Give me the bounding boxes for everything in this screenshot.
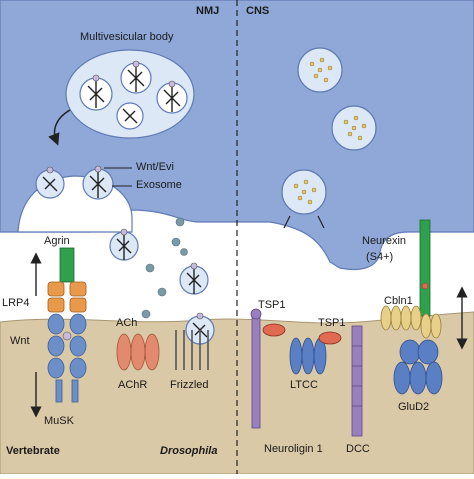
vertebrate-label: Vertebrate	[6, 445, 60, 457]
cns-region-label: CNS	[246, 5, 270, 17]
ltcc-channel	[289, 337, 327, 375]
wnt-label: Wnt	[10, 335, 30, 347]
agrin-label: Agrin	[44, 235, 70, 247]
mvb-exosome-3	[156, 80, 188, 114]
neurexin-protein	[419, 219, 431, 317]
wnt-evi-label: Wnt/Evi	[136, 161, 174, 173]
nmj-region-label: NMJ	[196, 5, 220, 17]
cbln1-protein	[380, 305, 422, 331]
tsp1-label-b: TSP1	[318, 317, 346, 329]
agrin-protein	[59, 247, 75, 283]
glud2-label: GluD2	[398, 401, 430, 413]
lrp4-protein	[47, 281, 87, 313]
glud2-receptor	[393, 339, 443, 395]
neuroligin-label: Neuroligin 1	[264, 443, 323, 455]
mvb-label: Multivesicular body	[80, 31, 174, 43]
frizzled-label: Frizzled	[170, 379, 209, 391]
cns-vesicle-1	[297, 47, 343, 93]
achr-receptor	[116, 333, 160, 371]
mvb-exosome-2	[120, 60, 152, 94]
wnt-ligand	[62, 331, 72, 341]
ach-molecules	[141, 217, 188, 319]
neuroligin-protein	[250, 308, 262, 429]
neurexin-cbln1-complex	[420, 313, 442, 339]
frizzled-receptor	[175, 330, 209, 370]
neurexin-label: Neurexin	[362, 235, 407, 247]
ltcc-label: LTCC	[290, 379, 318, 391]
ach-label: ACh	[116, 317, 138, 329]
multivesicular-body	[65, 49, 195, 139]
neurexin-sub-label: (S4+)	[366, 251, 394, 263]
tsp1-protein-a	[262, 323, 286, 337]
cleft-exosome-1	[109, 228, 139, 261]
drosophila-label: Drosophila	[160, 445, 218, 457]
pocket-exosome-1	[35, 166, 65, 199]
pocket-exosome-2	[82, 165, 114, 200]
dcc-label: DCC	[346, 443, 370, 455]
exosome-label: Exosome	[136, 179, 182, 191]
cns-vesicle-2	[331, 105, 377, 151]
lrp4-label: LRP4	[2, 297, 30, 309]
dcc-protein	[351, 325, 363, 437]
tsp1-label-a: TSP1	[258, 299, 286, 311]
cns-vesicle-docked	[281, 169, 327, 229]
mvb-exosome-1	[79, 74, 113, 111]
musk-protein	[47, 313, 87, 403]
cbln1-label: Cbln1	[384, 295, 413, 307]
mvb-exosome-4	[116, 102, 144, 130]
musk-label: MuSK	[44, 415, 74, 427]
cleft-exosome-2	[179, 262, 209, 295]
release-arrow	[48, 109, 71, 146]
achr-label: AChR	[118, 379, 148, 391]
tsp1-protein-b	[318, 331, 342, 345]
